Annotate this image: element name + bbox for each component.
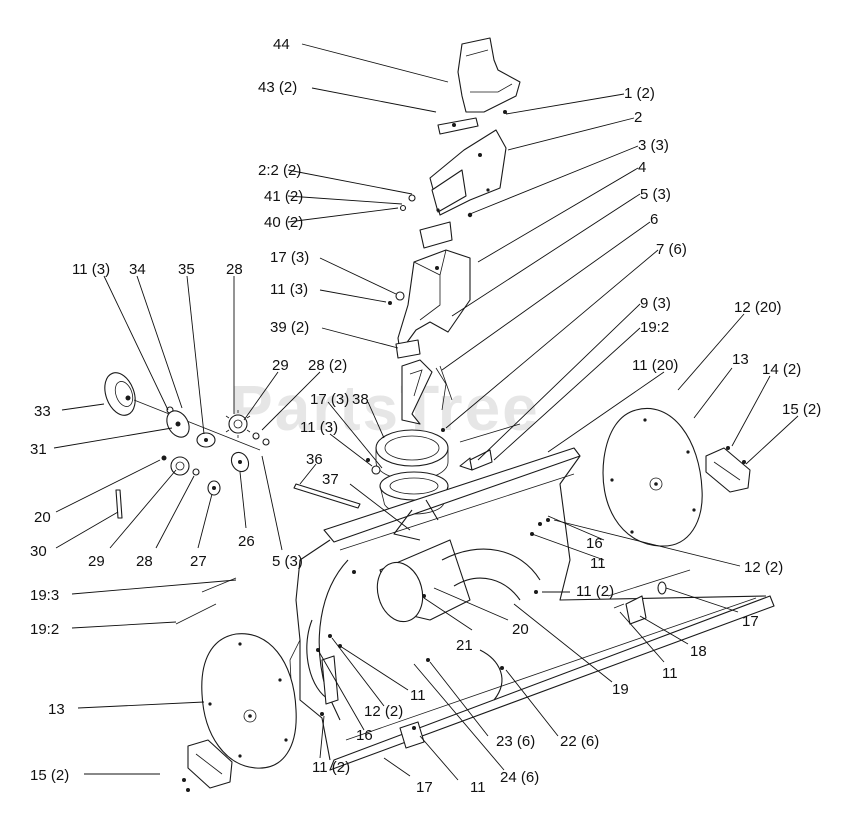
callout-41: 41 (2) [264, 188, 303, 205]
chute-flange-3 [419, 221, 453, 249]
callout-16-right: 16 [586, 535, 603, 552]
washer-27 [207, 480, 221, 496]
callout-19-3: 19:3 [30, 587, 59, 604]
callout-43: 43 (2) [258, 79, 297, 96]
callout-29-bottom: 29 [88, 553, 105, 570]
callout-15-left: 15 (2) [30, 767, 69, 784]
callout-11-center: 11 [410, 687, 426, 704]
callout-44: 44 [273, 36, 290, 53]
callout-labels: 44 43 (2) 1 (2) 2 3 (3) 2:2 (2) 4 41 (2)… [30, 36, 821, 796]
callout-34: 34 [129, 261, 146, 278]
callout-26: 26 [238, 533, 255, 550]
chute-lower-4 [397, 249, 471, 353]
chute-clip-39 [395, 339, 421, 359]
callout-17-bottom: 17 [416, 779, 433, 796]
callout-22: 22 (6) [560, 733, 599, 750]
shaft-36 [293, 483, 361, 509]
callout-4: 4 [638, 159, 646, 176]
auger-pulley-33 [104, 372, 136, 416]
callout-6: 6 [650, 211, 658, 228]
callout-3: 3 (3) [638, 137, 669, 154]
callout-11-mid: 11 (3) [300, 419, 338, 436]
callout-36: 36 [306, 451, 323, 468]
callout-11-left: 11 (3) [72, 261, 110, 278]
callout-11-right: 11 [590, 555, 606, 572]
callout-12-2-left: 12 (2) [364, 703, 403, 720]
callout-1: 1 (2) [624, 85, 655, 102]
callout-38: 38 [352, 391, 369, 408]
callout-14: 14 (2) [762, 361, 801, 378]
chute-upper-2 [429, 129, 507, 218]
callout-5-top: 5 (3) [640, 186, 671, 203]
callout-9: 9 (3) [640, 295, 671, 312]
callout-37: 37 [322, 471, 339, 488]
skid-shoe-right-14 [705, 446, 751, 493]
callout-31: 31 [30, 441, 47, 458]
callout-16-left: 16 [356, 727, 373, 744]
callout-11-chute: 11 (3) [270, 281, 308, 298]
callout-35: 35 [178, 261, 195, 278]
callout-23: 23 (6) [496, 733, 535, 750]
callout-19-2-top: 19:2 [640, 319, 669, 336]
callout-11-bottom: 11 [470, 779, 486, 796]
callout-15-right: 15 (2) [782, 401, 821, 418]
callout-13-left: 13 [48, 701, 65, 718]
callout-17-top: 17 (3) [270, 249, 309, 266]
bearing-26 [230, 451, 250, 473]
callout-12-20: 12 (20) [734, 299, 782, 316]
callout-20-left: 20 [34, 509, 51, 526]
sprocket-lower [161, 455, 200, 476]
callout-20-right: 20 [512, 621, 529, 638]
auger-housing [289, 447, 775, 771]
callout-11-2-right: 11 (2) [576, 583, 614, 600]
callout-7: 7 (6) [656, 241, 687, 258]
callout-27: 27 [190, 553, 207, 570]
chute-hardware [366, 194, 473, 475]
bearing-35 [196, 432, 216, 448]
sprocket-28-top [225, 410, 251, 438]
callout-21: 21 [456, 637, 473, 654]
callout-17-right: 17 [742, 613, 759, 630]
side-panel-right-13 [602, 407, 703, 547]
callout-12-2-right: 12 (2) [744, 559, 783, 576]
skid-shoe-left [182, 739, 233, 792]
callout-33: 33 [34, 403, 51, 420]
callout-13-right: 13 [732, 351, 749, 368]
callout-11-2-left: 11 (2) [312, 759, 350, 776]
callout-40: 40 (2) [264, 214, 303, 231]
chute-plate-43 [437, 117, 479, 135]
side-panel-left-13 [201, 633, 297, 769]
callout-11-axle: 11 [662, 665, 678, 682]
callout-18: 18 [690, 643, 707, 660]
callout-24: 24 (6) [500, 769, 539, 786]
callout-2-2: 2:2 (2) [258, 162, 301, 179]
callout-28-2: 28 (2) [308, 357, 347, 374]
washers-29 [252, 432, 270, 446]
callout-11-20: 11 (20) [632, 357, 678, 374]
chute-spring-6-7 [401, 359, 453, 432]
leader-lines [53, 43, 799, 781]
callout-19-2-bottom: 19:2 [30, 621, 59, 638]
callout-28-top: 28 [226, 261, 243, 278]
bearing-flange-31 [166, 410, 190, 438]
callout-17-mid: 17 (3) [310, 391, 349, 408]
chute-ring-38 [375, 429, 449, 481]
watermark: PartsTree [230, 372, 540, 444]
callout-30: 30 [30, 543, 47, 560]
callout-19: 19 [612, 681, 629, 698]
chute-deflector-44 [457, 37, 521, 114]
right-axle-parts [607, 569, 691, 625]
callout-29-top: 29 [272, 357, 289, 374]
key-30 [115, 489, 123, 519]
callout-2: 2 [634, 109, 642, 126]
callout-28-bottom: 28 [136, 553, 153, 570]
callout-5-bottom: 5 (3) [272, 553, 303, 570]
callout-39: 39 (2) [270, 319, 309, 336]
